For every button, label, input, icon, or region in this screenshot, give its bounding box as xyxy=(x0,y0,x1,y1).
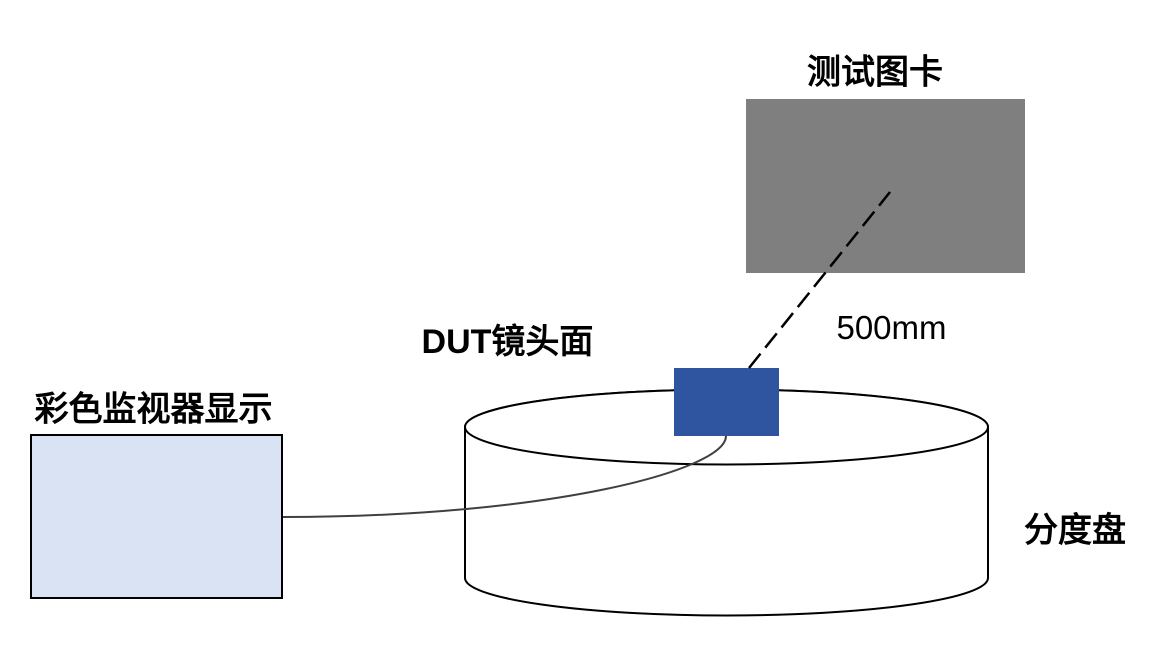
monitor-cable xyxy=(282,435,727,518)
test-chart-card xyxy=(746,99,1025,273)
distance-label: 500mm xyxy=(836,309,946,346)
monitor-screen xyxy=(30,434,283,599)
test-chart-label: 测试图卡 xyxy=(807,54,943,92)
monitor-label: 彩色监视器显示 xyxy=(35,391,273,429)
indexing-plate-label: 分度盘 xyxy=(1024,512,1126,550)
distance-dashed-line xyxy=(748,191,891,369)
dut-lens-block xyxy=(674,368,779,436)
dut-lens-label: DUT镜头面 xyxy=(422,323,594,361)
